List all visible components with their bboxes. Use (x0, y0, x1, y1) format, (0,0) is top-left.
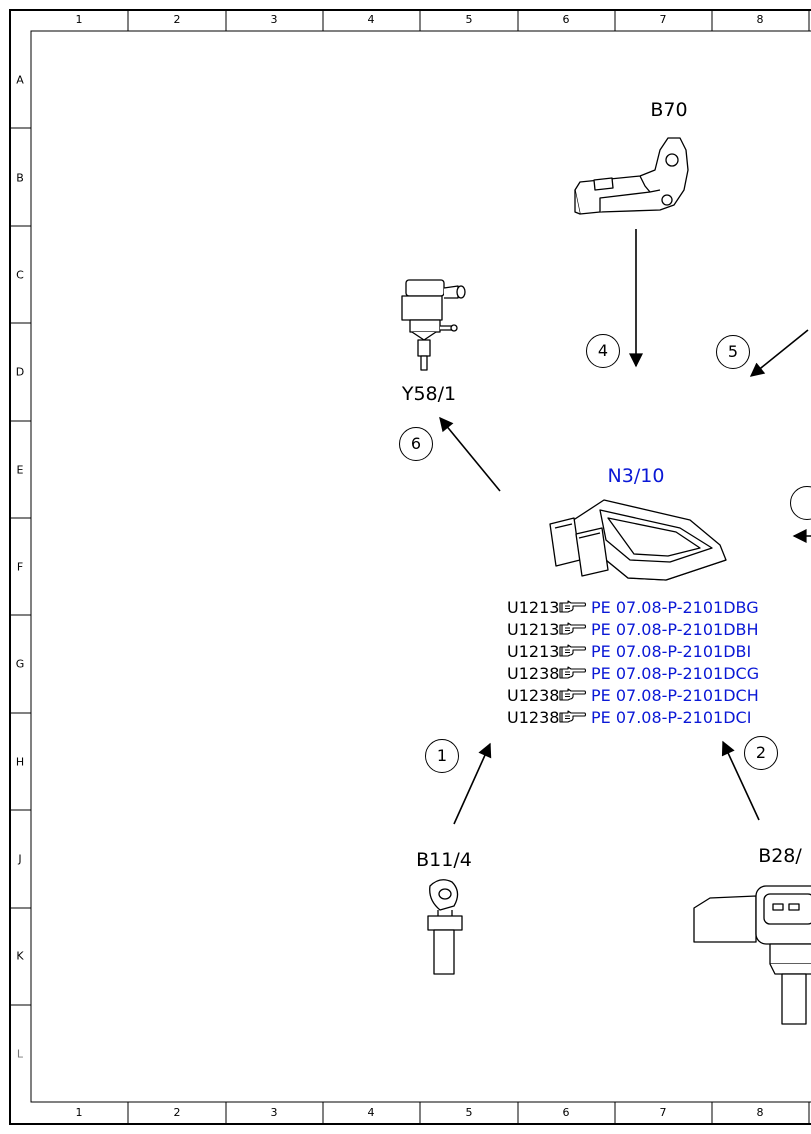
fault-code: U1238 (507, 663, 560, 683)
signal-arrows (439, 229, 811, 825)
b28-sensor-drawing (693, 885, 811, 1025)
reference-link[interactable]: PE 07.08-P-2101DCG (591, 663, 760, 683)
b11-4-label: B11/4 (416, 849, 472, 871)
n3-10-label[interactable]: N3/10 (607, 465, 665, 487)
grid-col-8-top: 8 (756, 13, 764, 26)
grid-row-e: E (16, 463, 24, 477)
step-1-circle: 1 (425, 739, 459, 773)
grid-col-8-bottom: 8 (756, 1106, 764, 1119)
y58-1-valve-drawing (401, 279, 466, 371)
fault-code: U1238 (507, 707, 560, 727)
step-5-circle: 5 (716, 335, 750, 369)
pointing-hand-icon (559, 644, 587, 657)
b70-label: B70 (650, 99, 688, 121)
pointing-hand-icon (559, 688, 587, 701)
grid-row-b: B (16, 171, 24, 185)
reference-row[interactable]: U1213 PE 07.08-P-2101DBI (507, 640, 751, 662)
grid-row-h: H (15, 755, 25, 769)
reference-link[interactable]: PE 07.08-P-2101DCI (591, 707, 752, 727)
fault-code: U1213 (507, 619, 560, 639)
reference-link[interactable]: PE 07.08-P-2101DBH (591, 619, 759, 639)
grid-col-4-top: 4 (367, 13, 375, 26)
grid-row-d: D (15, 365, 25, 379)
reference-link[interactable]: PE 07.08-P-2101DBG (591, 597, 759, 617)
grid-col-6-bottom: 6 (562, 1106, 570, 1119)
grid-row-f: F (16, 560, 24, 574)
drawing-frame (9, 9, 811, 1125)
step-4-circle: 4 (586, 334, 620, 368)
b11-4-sensor-drawing (427, 879, 463, 975)
grid-row-l: L (16, 1047, 24, 1061)
grid-row-j: J (18, 852, 22, 866)
reference-link[interactable]: PE 07.08-P-2101DBI (591, 641, 752, 661)
reference-row[interactable]: U1213 PE 07.08-P-2101DBG (507, 596, 759, 618)
pointing-hand-icon (559, 600, 587, 613)
reference-link[interactable]: PE 07.08-P-2101DCH (591, 685, 759, 705)
grid-col-3-bottom: 3 (270, 1106, 278, 1119)
fault-code: U1213 (507, 597, 560, 617)
y58-1-label: Y58/1 (401, 383, 457, 405)
pointing-hand-icon (559, 622, 587, 635)
grid-col-3-top: 3 (270, 13, 278, 26)
grid-col-4-bottom: 4 (367, 1106, 375, 1119)
step-6-circle: 6 (399, 427, 433, 461)
reference-row[interactable]: U1238 PE 07.08-P-2101DCI (507, 706, 751, 728)
reference-row[interactable]: U1238 PE 07.08-P-2101DCH (507, 684, 759, 706)
grid-col-2-top: 2 (173, 13, 181, 26)
grid-row-g: G (15, 657, 25, 671)
fault-code: U1213 (507, 641, 560, 661)
b70-sensor-drawing (574, 137, 689, 215)
grid-row-k: K (16, 949, 24, 963)
grid-col-7-bottom: 7 (659, 1106, 667, 1119)
grid-col-1-bottom: 1 (75, 1106, 83, 1119)
n3-10-ecu-drawing (549, 499, 727, 581)
grid-col-5-top: 5 (465, 13, 473, 26)
grid-row-a: A (16, 73, 24, 87)
pointing-hand-icon (559, 666, 587, 679)
grid-col-2-bottom: 2 (173, 1106, 181, 1119)
grid-row-c: C (16, 268, 24, 282)
fault-code: U1238 (507, 685, 560, 705)
reference-row[interactable]: U1238 PE 07.08-P-2101DCG (507, 662, 759, 684)
grid-col-6-top: 6 (562, 13, 570, 26)
reference-row[interactable]: U1213 PE 07.08-P-2101DBH (507, 618, 759, 640)
step-2-circle: 2 (744, 736, 778, 770)
grid-col-1-top: 1 (75, 13, 83, 26)
grid-col-5-bottom: 5 (465, 1106, 473, 1119)
b28-label: B28/ (758, 845, 802, 867)
pointing-hand-icon (559, 710, 587, 723)
grid-col-7-top: 7 (659, 13, 667, 26)
